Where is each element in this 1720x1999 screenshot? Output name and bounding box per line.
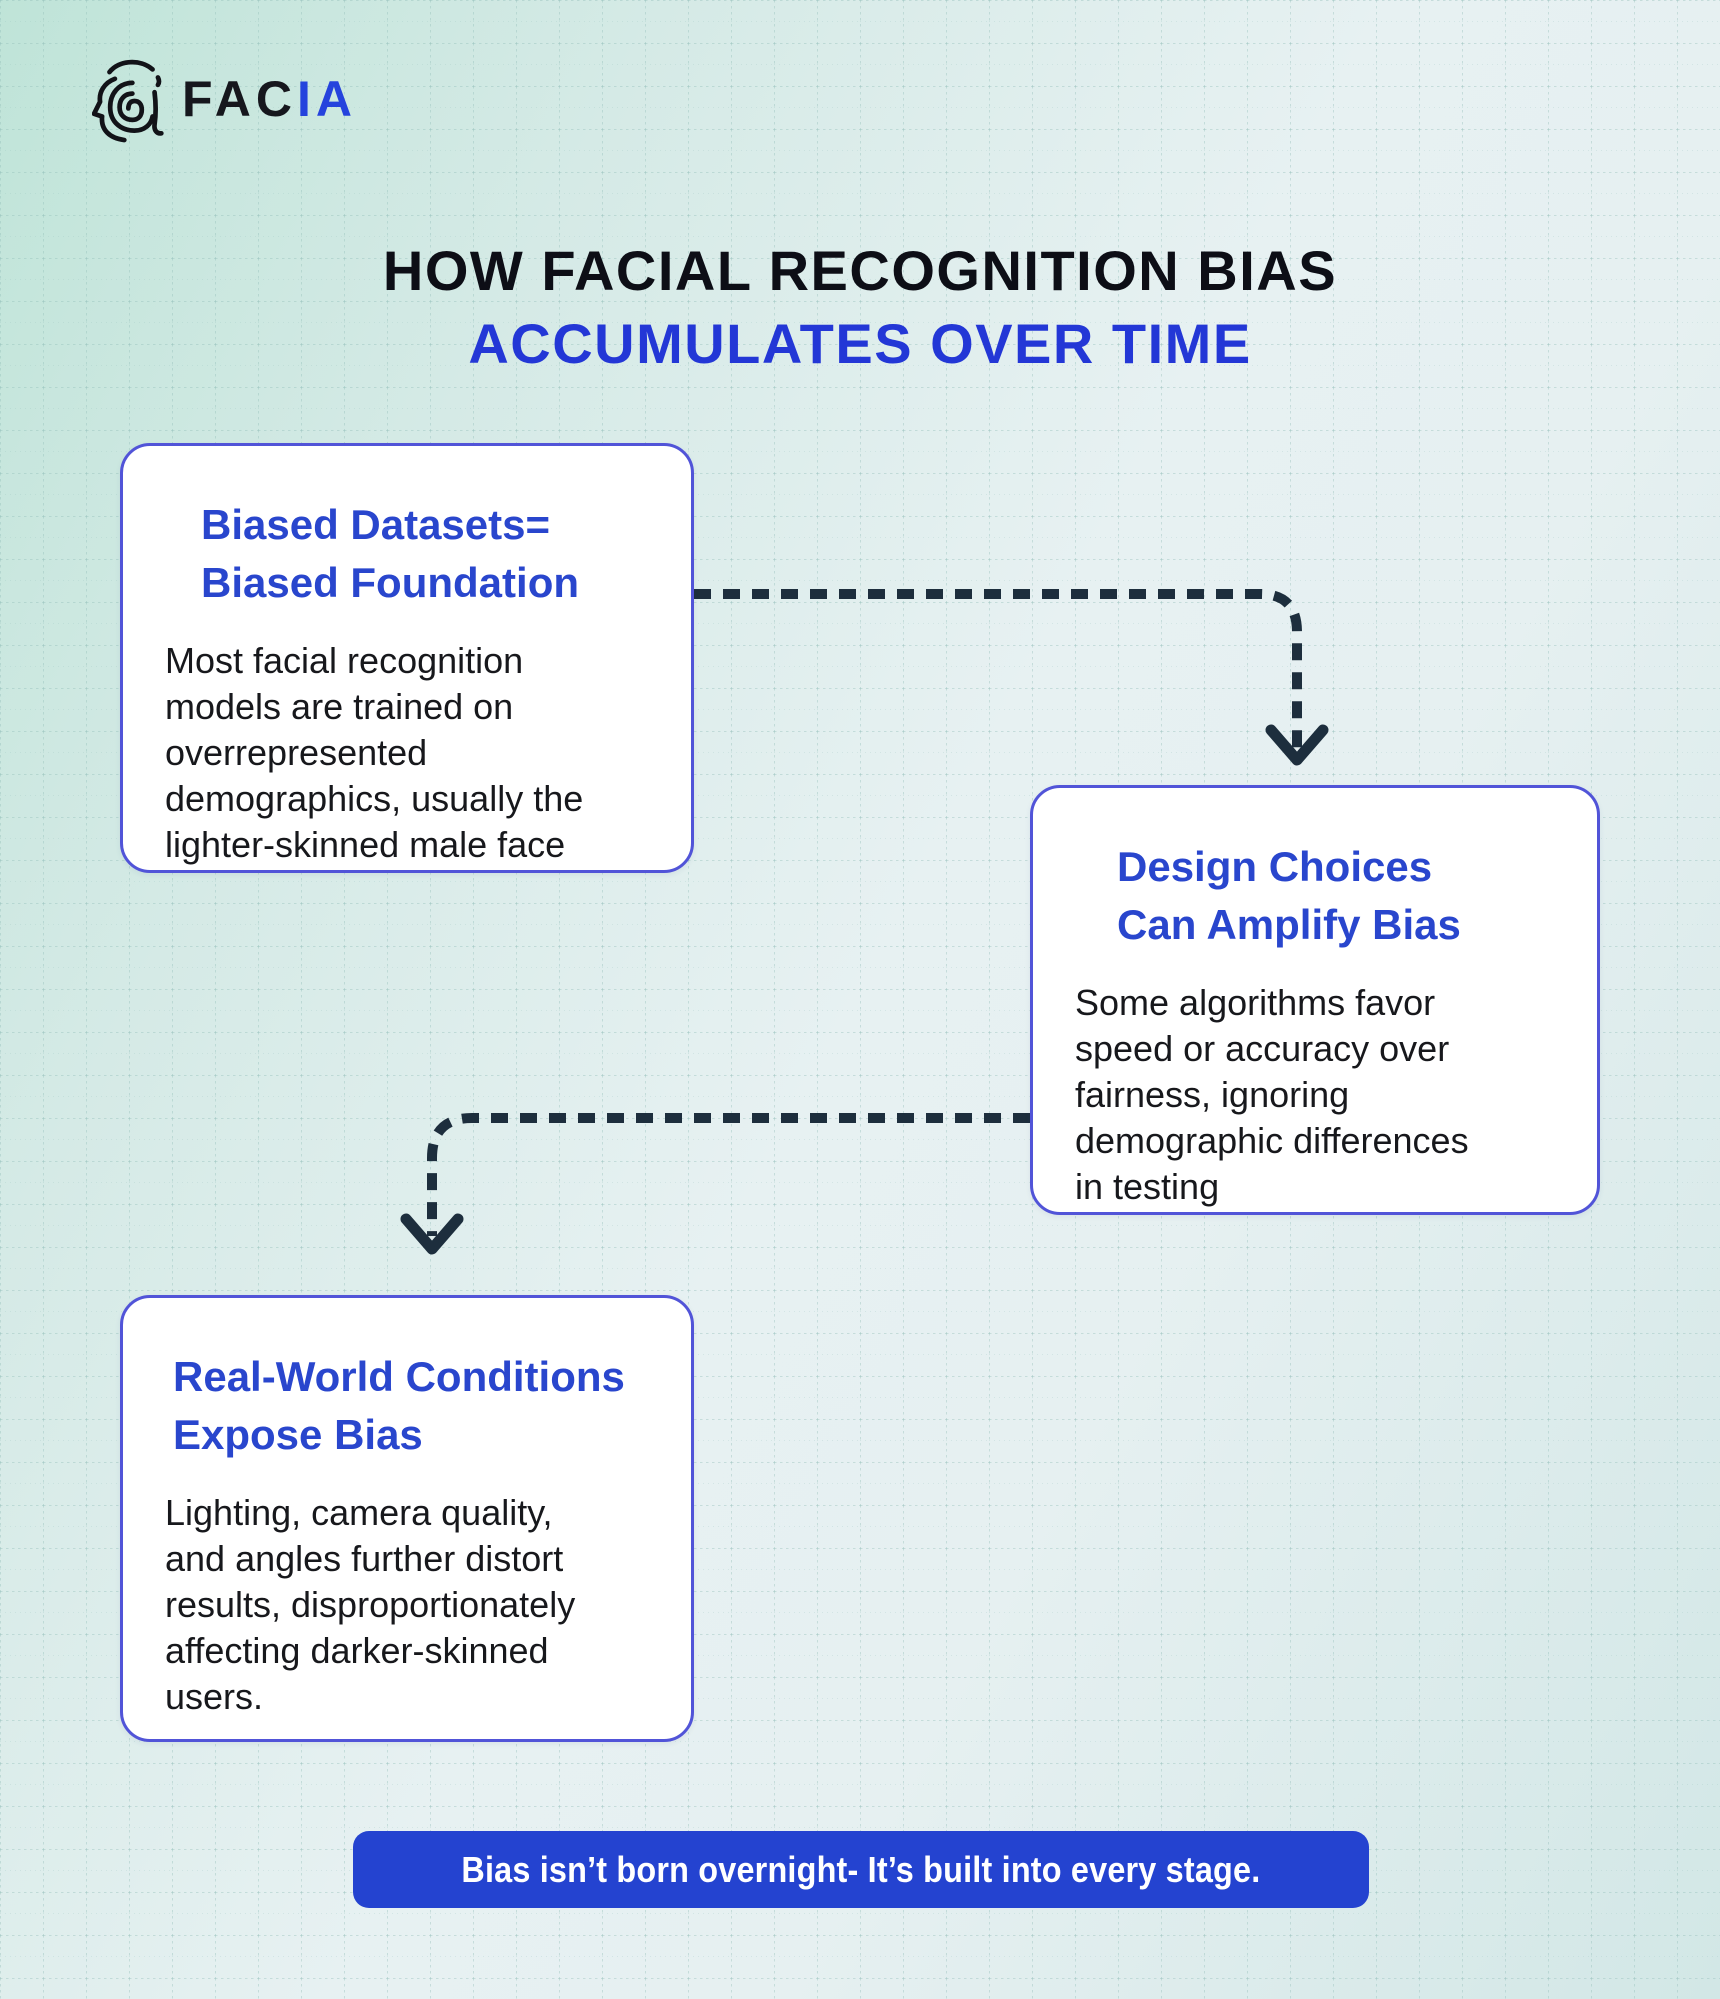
title-line-1: HOW FACIAL RECOGNITION BIAS xyxy=(382,239,1338,302)
card-heading: Real-World Conditions Expose Bias xyxy=(173,1353,625,1458)
card-body: Lighting, camera quality, and angles fur… xyxy=(165,1491,576,1718)
summary-banner: Bias isn’t born overnight- It’s built in… xyxy=(353,1831,1369,1908)
logo-text-blue: IA xyxy=(297,71,357,127)
card-real-world-conditions: Real-World Conditions Expose Bias Lighti… xyxy=(120,1295,694,1742)
logo-wordmark: FACIA xyxy=(182,70,357,128)
banner-text: Bias isn’t born overnight- It’s built in… xyxy=(461,1848,1261,1890)
face-fingerprint-logo-icon xyxy=(92,59,164,143)
card-biased-datasets: Biased Datasets= Biased Foundation Most … xyxy=(120,443,694,873)
facia-logo: FACIA xyxy=(92,50,357,148)
card-body: Some algorithms favor speed or accuracy … xyxy=(1075,981,1469,1208)
page-title: HOW FACIAL RECOGNITION BIAS ACCUMULATES … xyxy=(0,234,1720,380)
card-design-choices: Design Choices Can Amplify Bias Some alg… xyxy=(1030,785,1600,1215)
card-heading: Biased Datasets= Biased Foundation xyxy=(201,501,579,606)
title-line-2: ACCUMULATES OVER TIME xyxy=(468,312,1252,375)
card-body: Most facial recognition models are train… xyxy=(165,639,584,866)
card-heading: Design Choices Can Amplify Bias xyxy=(1117,843,1461,948)
logo-text-black: FAC xyxy=(182,71,297,127)
